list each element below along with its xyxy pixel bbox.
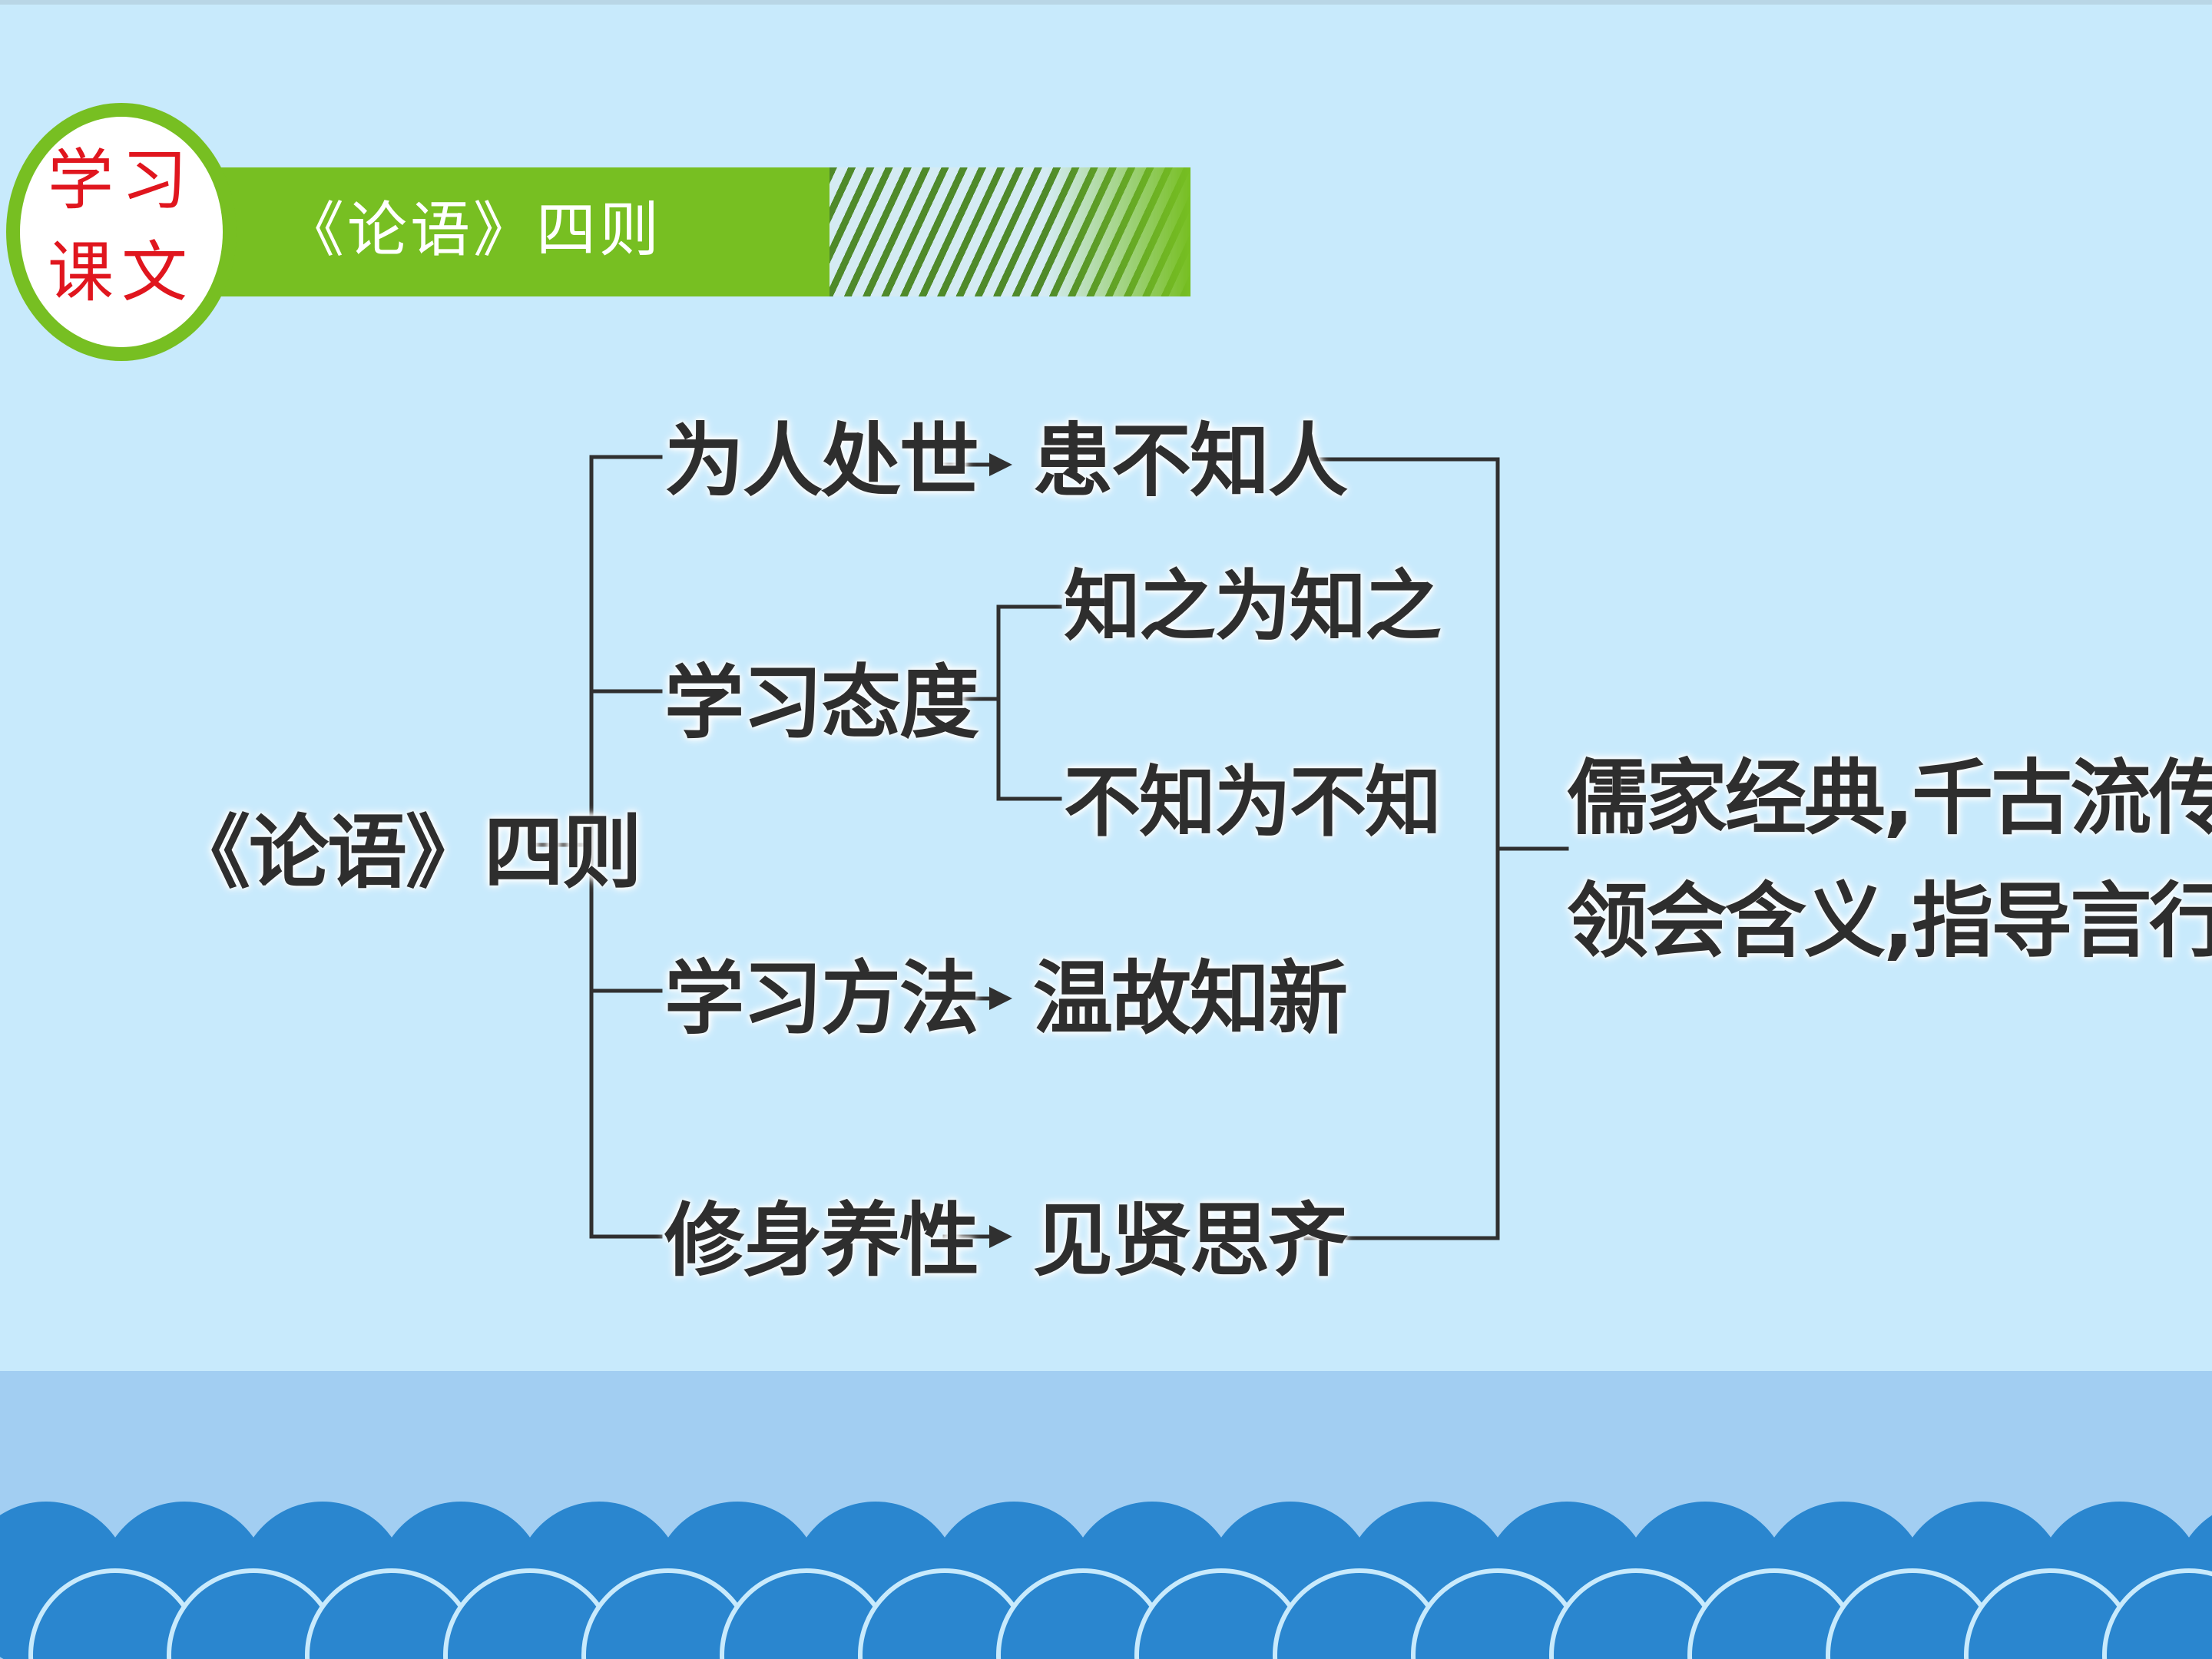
diagram-root: 《论语》四则	[171, 806, 642, 899]
target-2a: 知之为知之	[1064, 561, 1442, 651]
target-1: 患不知人	[1033, 414, 1348, 508]
badge-line-1: 学习	[48, 142, 195, 219]
branch-label-4: 修身养性	[664, 1194, 979, 1287]
branch-label-3: 学习方法	[664, 952, 979, 1045]
summary-line-1: 儒家经典,千古流传	[1567, 751, 2212, 846]
header-stripes-decoration	[830, 167, 1190, 296]
wave-scallop	[2102, 1568, 2212, 1659]
arrow-branch-3	[942, 987, 1012, 1010]
branch-label-1: 为人处世	[664, 414, 979, 508]
section-badge-label: 学习 课文	[20, 134, 223, 319]
top-border	[0, 0, 2212, 5]
branch-label-2: 学习态度	[664, 656, 979, 750]
target-3: 温故知新	[1033, 952, 1348, 1045]
section-badge-inner	[20, 117, 223, 347]
summary-line-2: 领会含义,指导言行	[1567, 874, 2212, 969]
target-2b: 不知为不知	[1064, 757, 1442, 847]
badge-line-2: 课文	[48, 234, 195, 311]
arrow-branch-4	[942, 1225, 1012, 1248]
target-4: 见贤思齐	[1033, 1194, 1348, 1287]
arrow-branch-1	[942, 453, 1012, 476]
header-title: 《论语》四则	[284, 196, 663, 265]
wave-decoration	[0, 1502, 2212, 1659]
